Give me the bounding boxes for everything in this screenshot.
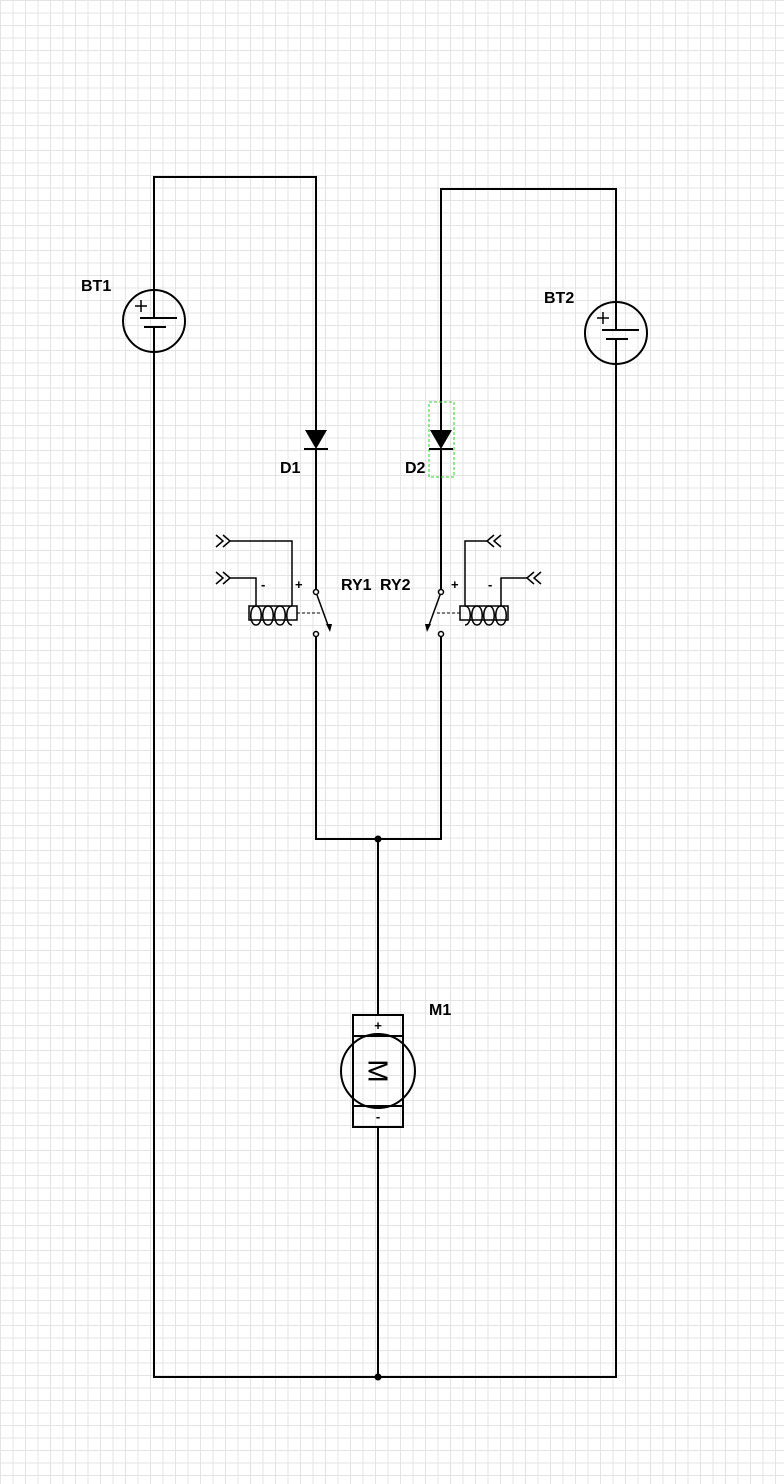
- wire-ry1-to-junction[interactable]: [315, 636, 378, 840]
- diode-d2[interactable]: D2: [405, 401, 455, 478]
- connector-ry2-lower[interactable]: [500, 571, 542, 606]
- wire-bt2-bottom-to-rail[interactable]: [378, 364, 617, 1378]
- label-d2: D2: [405, 460, 426, 477]
- connector-ry1-lower[interactable]: [215, 571, 257, 606]
- junction-dot-top: [374, 835, 382, 843]
- label-ry1: RY1: [341, 577, 372, 594]
- selection-box: [428, 401, 455, 478]
- wire-bt1-top-to-d1[interactable]: [153, 176, 317, 430]
- ry2-coil: [459, 605, 509, 626]
- diode-d1[interactable]: D1: [280, 430, 328, 477]
- battery-bt1[interactable]: BT1: [81, 278, 186, 353]
- m1-plus-sign: +: [374, 1018, 382, 1033]
- wire-bt1-bottom-to-rail[interactable]: [153, 352, 378, 1378]
- battery-bt2[interactable]: BT2: [544, 290, 648, 365]
- label-d1: D1: [280, 460, 301, 477]
- wire-bt2-top-to-d2[interactable]: [440, 188, 617, 430]
- wire-ry2-to-junction[interactable]: [378, 636, 442, 840]
- relay-ry1[interactable]: - + RY1: [215, 534, 372, 638]
- connector-ry1-upper[interactable]: [215, 534, 293, 606]
- label-ry2: RY2: [380, 577, 411, 594]
- connector-ry2-upper[interactable]: [464, 534, 502, 606]
- ry2-minus-sign: -: [488, 577, 492, 592]
- relay-ry2[interactable]: + - RY2: [380, 534, 542, 638]
- motor-symbol: M: [363, 1059, 394, 1082]
- junction-dot-bottom: [374, 1373, 382, 1381]
- ry1-plus-sign: +: [295, 577, 303, 592]
- ry1-minus-sign: -: [261, 577, 265, 592]
- m1-minus-sign: -: [376, 1109, 380, 1124]
- wires: [153, 176, 617, 1381]
- ry2-plus-sign: +: [451, 577, 459, 592]
- label-bt2: BT2: [544, 290, 574, 307]
- label-m1: M1: [429, 1002, 451, 1019]
- ry1-coil: [248, 605, 298, 626]
- label-bt1: BT1: [81, 278, 111, 295]
- motor-m1[interactable]: + - M M1: [340, 1002, 451, 1128]
